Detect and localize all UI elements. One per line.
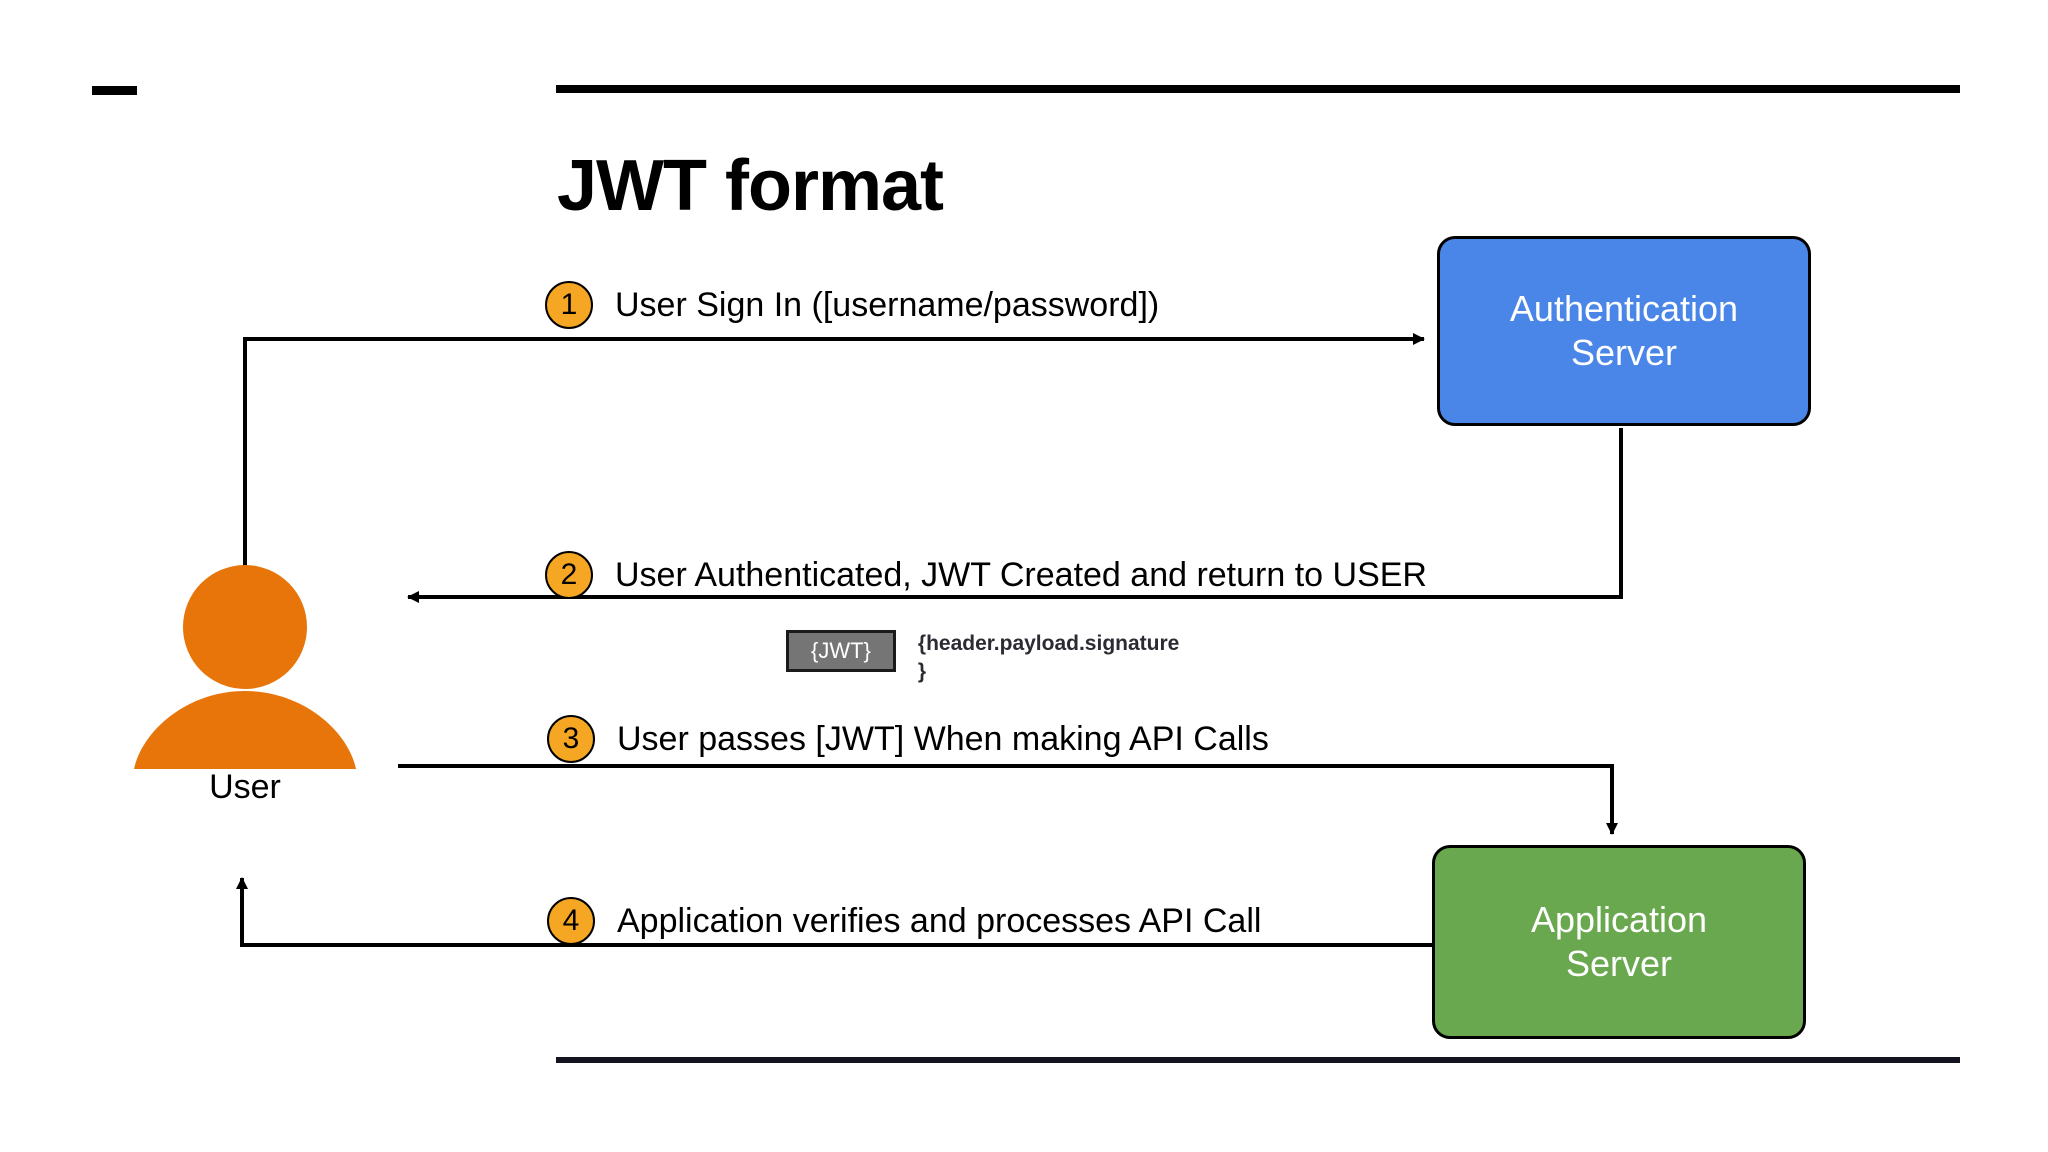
arrow-step-1	[243, 333, 1425, 590]
step-label-3: User passes [JWT] When making API Calls	[617, 719, 1269, 758]
step-row-3: 3 User passes [JWT] When making API Call…	[547, 715, 1269, 763]
jwt-code-block: {header.payload.signature }	[918, 630, 1179, 687]
page-title: JWT format	[557, 146, 944, 226]
step-label-4: Application verifies and processes API C…	[617, 901, 1262, 940]
jwt-code-line-1: {header.payload.signature	[917, 632, 1180, 655]
arrow-step-2	[407, 428, 1623, 603]
actor-user: User	[112, 563, 378, 863]
step-label-1: User Sign In ([username/password])	[615, 285, 1160, 324]
title-dash-mark	[92, 86, 137, 95]
auth-line-2: Server	[1570, 332, 1677, 373]
step-badge-4: 4	[547, 897, 595, 945]
app-line-2: Server	[1565, 943, 1673, 984]
node-application-server[interactable]: Application Server	[1432, 845, 1806, 1039]
footer-rule	[556, 1057, 1960, 1063]
node-authentication-server[interactable]: Authentication Server	[1437, 236, 1811, 426]
step-badge-1: 1	[545, 281, 593, 329]
actor-label: User	[209, 768, 281, 806]
step-label-2: User Authenticated, JWT Created and retu…	[615, 555, 1427, 594]
user-avatar-icon	[134, 565, 356, 769]
jwt-chip: {JWT}	[786, 630, 896, 673]
arrow-step-4	[236, 877, 1440, 947]
step-badge-2: 2	[545, 551, 593, 599]
step-row-1: 1 User Sign In ([username/password])	[545, 281, 1159, 329]
node-application-server-label: Application Server	[1521, 898, 1717, 986]
arrow-step-3	[398, 764, 1618, 835]
node-authentication-server-label: Authentication Server	[1500, 287, 1748, 375]
step-badge-3: 3	[547, 715, 595, 763]
step-row-2: 2 User Authenticated, JWT Created and re…	[545, 551, 1427, 599]
jwt-detail-group: {JWT} {header.payload.signature }	[786, 630, 1179, 687]
header-rule	[556, 85, 1960, 93]
auth-line-1: Authentication	[1509, 288, 1739, 330]
app-line-1: Application	[1530, 899, 1708, 941]
jwt-code-line-2: }	[917, 660, 927, 684]
step-row-4: 4 Application verifies and processes API…	[547, 897, 1261, 945]
